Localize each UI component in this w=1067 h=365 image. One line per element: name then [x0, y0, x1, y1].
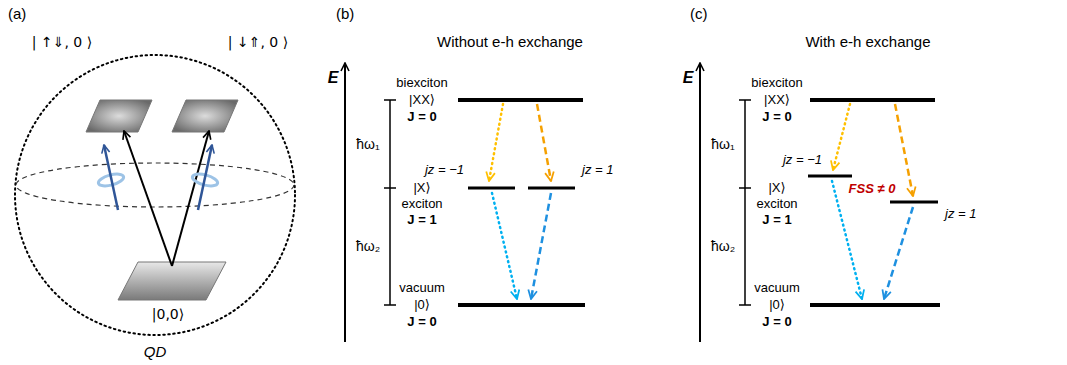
decay-arrow	[537, 104, 551, 181]
transition-arrow	[124, 131, 172, 266]
energy-level	[458, 98, 583, 102]
state-label: | ↓⇑, 0 ⟩	[228, 34, 288, 50]
photon-energy: ħω₁	[356, 136, 379, 152]
state-label: |0,0⟩	[152, 306, 184, 322]
angular-momentum: J = 1	[407, 213, 436, 228]
spin-projection: jz = 1	[945, 207, 976, 222]
photon-arrow	[198, 145, 212, 210]
decay-arrow	[832, 181, 862, 299]
decay-arrow	[492, 193, 517, 299]
spin-projection: jz = 1	[582, 163, 613, 178]
energy-level	[528, 187, 575, 190]
spin-projection: jz = −1	[425, 163, 464, 178]
energy-level	[810, 98, 935, 102]
dot-sphere	[15, 55, 295, 335]
state-ket: |0⟩	[414, 298, 430, 313]
axis-label: E	[683, 69, 694, 87]
energy-level	[468, 187, 515, 190]
bracket-tick	[739, 99, 751, 101]
state-plane	[118, 262, 226, 300]
decay-arrow	[895, 104, 913, 196]
angular-momentum: J = 0	[407, 110, 436, 125]
state-ket: |X⟩	[768, 181, 785, 196]
level-name: vacuum	[754, 281, 800, 296]
panel-letter: (c)	[690, 5, 708, 22]
panel-title: Without e-h exchange	[437, 33, 583, 50]
panel-letter: (a)	[8, 5, 26, 22]
photon-arrow	[104, 145, 118, 210]
level-name: exciton	[401, 197, 442, 212]
bracket-tick	[384, 187, 396, 189]
energy-level	[808, 175, 852, 178]
state-label: | ↑⇓, 0 ⟩	[32, 34, 92, 50]
state-ket: |X⟩	[413, 181, 430, 196]
bracket-tick	[384, 304, 396, 306]
level-name: biexciton	[396, 76, 447, 91]
energy-level	[890, 201, 938, 204]
photon-energy: ħω₂	[356, 238, 380, 254]
bracket-tick	[739, 304, 751, 306]
energy-level	[458, 303, 585, 307]
equator-ellipse	[16, 163, 294, 207]
bracket-tick	[739, 187, 751, 189]
transition-arrow	[172, 131, 209, 266]
state-ket: |XX⟩	[409, 93, 435, 108]
angular-momentum: J = 0	[407, 315, 436, 330]
energy-bracket	[389, 100, 391, 305]
fine-structure-splitting: FSS ≠ 0	[849, 182, 896, 197]
spin-projection: jz = −1	[783, 153, 822, 168]
state-ket: |XX⟩	[764, 93, 790, 108]
energy-level	[810, 303, 940, 307]
angular-momentum: J = 1	[762, 213, 791, 228]
photon-energy: ħω₁	[711, 136, 734, 152]
decay-arrow	[489, 104, 503, 181]
photon-energy: ħω₂	[711, 238, 735, 254]
panel-title: With e-h exchange	[805, 33, 930, 50]
decay-arrow	[531, 193, 551, 299]
decay-arrow	[833, 104, 850, 170]
dot-label: QD	[144, 343, 167, 360]
angular-momentum: J = 0	[762, 315, 791, 330]
panel-letter: (b)	[336, 5, 354, 22]
energy-bracket	[744, 100, 746, 305]
decay-arrow	[884, 207, 913, 299]
axis-label: E	[328, 69, 339, 87]
level-name: biexciton	[751, 76, 802, 91]
state-ket: |0⟩	[769, 298, 785, 313]
level-name: vacuum	[399, 281, 445, 296]
state-plane	[172, 100, 238, 132]
bracket-tick	[384, 99, 396, 101]
energy-axis	[344, 63, 346, 342]
angular-momentum: J = 0	[762, 110, 791, 125]
state-plane	[86, 100, 152, 132]
level-name: exciton	[756, 197, 797, 212]
energy-axis	[699, 63, 701, 342]
